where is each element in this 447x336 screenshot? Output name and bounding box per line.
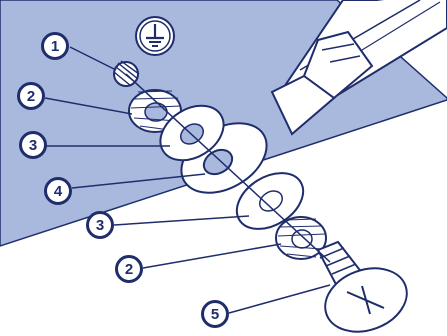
callout-lock-washer-upper: 2: [17, 82, 45, 110]
callout-number: 2: [27, 88, 35, 105]
callout-number: 3: [29, 137, 37, 154]
callout-ring-terminal: 4: [44, 177, 72, 205]
callout-lock-washer-lower: 2: [115, 255, 143, 283]
callout-number: 3: [96, 217, 104, 234]
callout-flat-washer-lower: 3: [86, 211, 114, 239]
callout-flat-washer-upper: 3: [19, 131, 47, 159]
callout-number: 5: [211, 306, 219, 323]
callout-number: 1: [51, 38, 59, 55]
callout-screw: 5: [201, 300, 229, 328]
callout-nut: 1: [41, 32, 69, 60]
callout-number: 4: [54, 183, 62, 200]
screw: [316, 242, 415, 336]
ground-symbol-icon: [136, 17, 174, 55]
callout-number: 2: [125, 261, 133, 278]
